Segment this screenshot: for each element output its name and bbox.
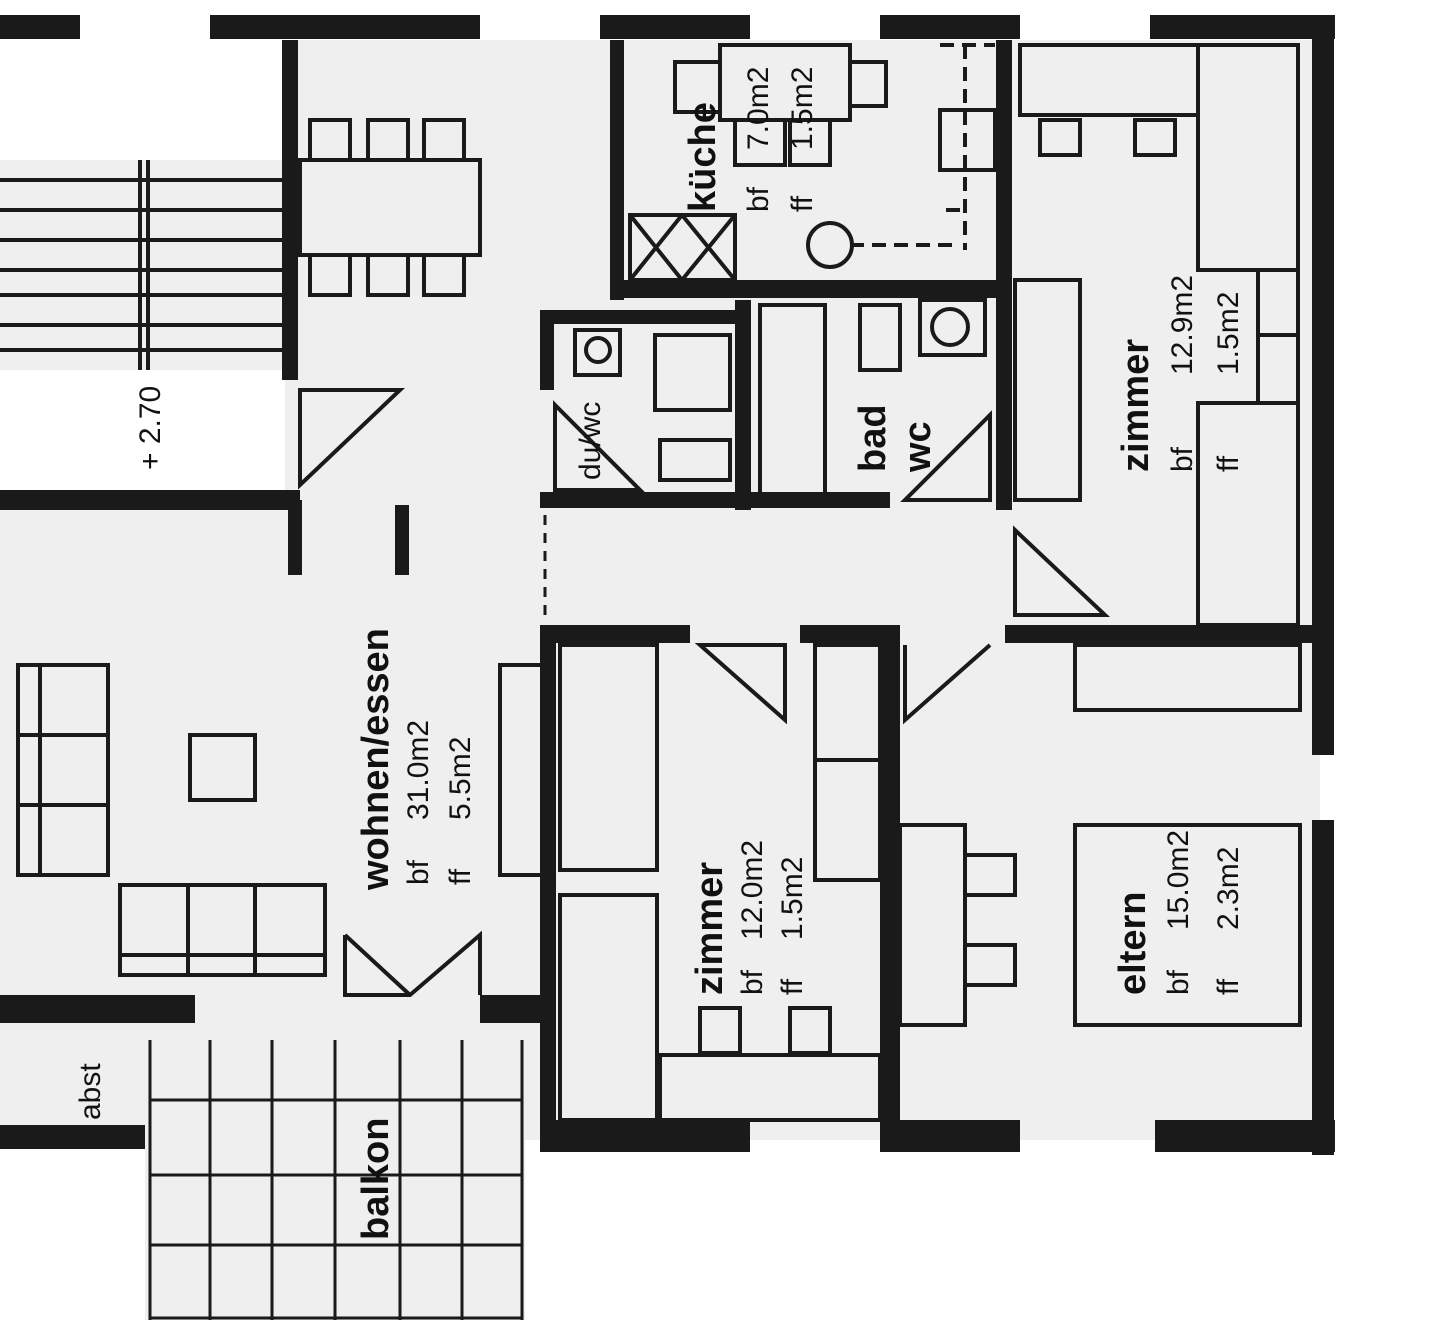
wohnen-ff-area: 5.5m2 — [444, 737, 477, 820]
kueche-bf-area: 7.0m2 — [742, 67, 775, 150]
zimmer-ne-bf-area: 12.9m2 — [1166, 275, 1199, 375]
zimmer-s-ff-label: ff — [776, 978, 809, 995]
walls — [0, 15, 1335, 1155]
zimmer-ne-ff-label: ff — [1212, 455, 1245, 472]
wohnen-bf-area: 31.0m2 — [402, 720, 435, 820]
zimmer-ne-ff-area: 1.5m2 — [1212, 292, 1245, 375]
balcony-tiles — [148, 1040, 524, 1320]
room-name-du-wc: du/wc — [574, 402, 607, 480]
level-label: + 2.70 — [134, 386, 167, 470]
room-name-abst: abst — [74, 1063, 107, 1120]
room-name-eltern: eltern — [1112, 892, 1154, 995]
room-name-kueche: küche — [682, 102, 724, 212]
zimmer-s-bf-area: 12.0m2 — [736, 840, 769, 940]
room-name-zimmer-ne: zimmer — [1115, 339, 1157, 472]
eltern-ff-area: 2.3m2 — [1212, 847, 1245, 930]
eltern-bf-area: 15.0m2 — [1162, 830, 1195, 930]
wohnen-bf-label: bf — [402, 859, 435, 885]
room-name-bad: bad — [852, 404, 894, 472]
kueche-bf-label: bf — [742, 186, 775, 212]
furniture — [16, 43, 1302, 1122]
staircase — [0, 160, 285, 370]
room-name-wohnen: wohnen/essen — [355, 628, 397, 891]
bad-wc-label: wc — [897, 421, 939, 473]
room-name-zimmer-s: zimmer — [689, 862, 731, 995]
eltern-ff-label: ff — [1212, 978, 1245, 995]
kueche-ff-label: ff — [786, 195, 819, 212]
zimmer-ne-bf-label: bf — [1166, 446, 1199, 472]
kueche-ff-area: 1.5m2 — [786, 67, 819, 150]
zimmer-s-bf-label: bf — [736, 969, 769, 995]
eltern-bf-label: bf — [1162, 969, 1195, 995]
wohnen-ff-label: ff — [444, 868, 477, 885]
room-name-balkon: balkon — [355, 1118, 397, 1240]
zimmer-s-ff-area: 1.5m2 — [776, 857, 809, 940]
